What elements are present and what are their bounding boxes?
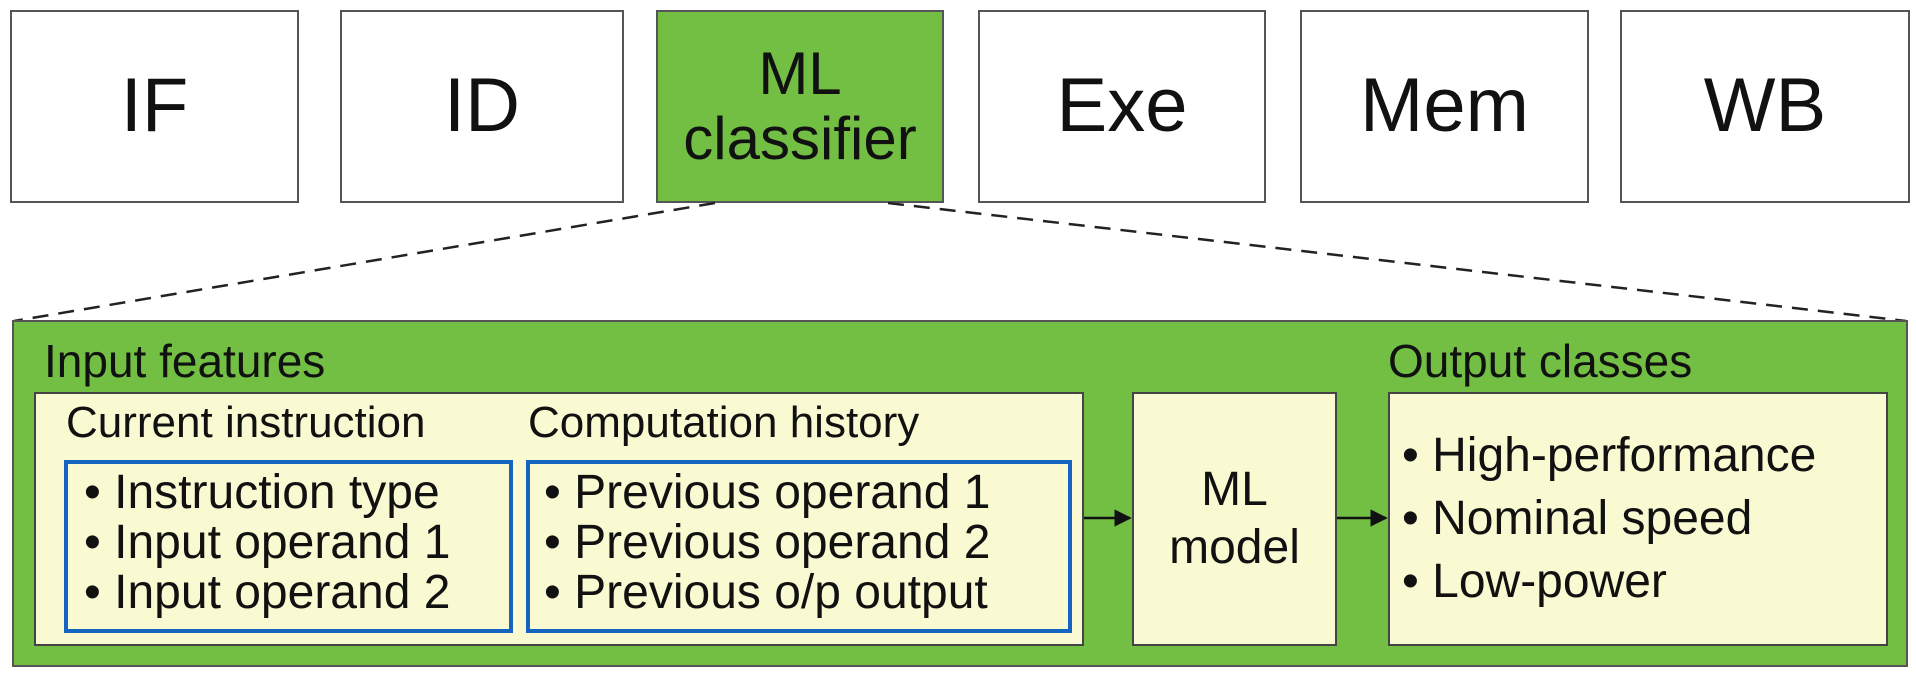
list-item: Low-power: [1402, 550, 1816, 613]
output-classes-list: High-performance Nominal speed Low-power: [1402, 424, 1816, 613]
ml-model-box: ML model: [1132, 392, 1337, 646]
computation-history-box: [526, 460, 1072, 633]
stage-mem: Mem: [1300, 10, 1589, 203]
stage-if: IF: [10, 10, 299, 203]
list-item: Previous o/p output: [544, 568, 990, 618]
list-item: Instruction type: [84, 468, 450, 518]
list-item: Previous operand 2: [544, 518, 990, 568]
computation-history-list: Previous operand 1 Previous operand 2 Pr…: [544, 468, 990, 618]
list-item: High-performance: [1402, 424, 1816, 487]
ml-model-label: ML model: [1169, 463, 1300, 574]
stage-exe: Exe: [978, 10, 1266, 203]
list-item: Input operand 2: [84, 568, 450, 618]
current-instruction-title: Current instruction: [66, 398, 426, 447]
output-classes-title: Output classes: [1388, 335, 1693, 387]
computation-history-title: Computation history: [528, 398, 920, 447]
stage-wb: WB: [1620, 10, 1910, 203]
list-item: Nominal speed: [1402, 487, 1816, 550]
stage-ml-classifier: ML classifier: [656, 10, 944, 203]
current-instruction-box: [64, 460, 513, 633]
input-features-title: Input features: [44, 335, 326, 387]
stage-id: ID: [340, 10, 624, 203]
current-instruction-list: Instruction type Input operand 1 Input o…: [84, 468, 450, 618]
list-item: Input operand 1: [84, 518, 450, 568]
list-item: Previous operand 1: [544, 468, 990, 518]
